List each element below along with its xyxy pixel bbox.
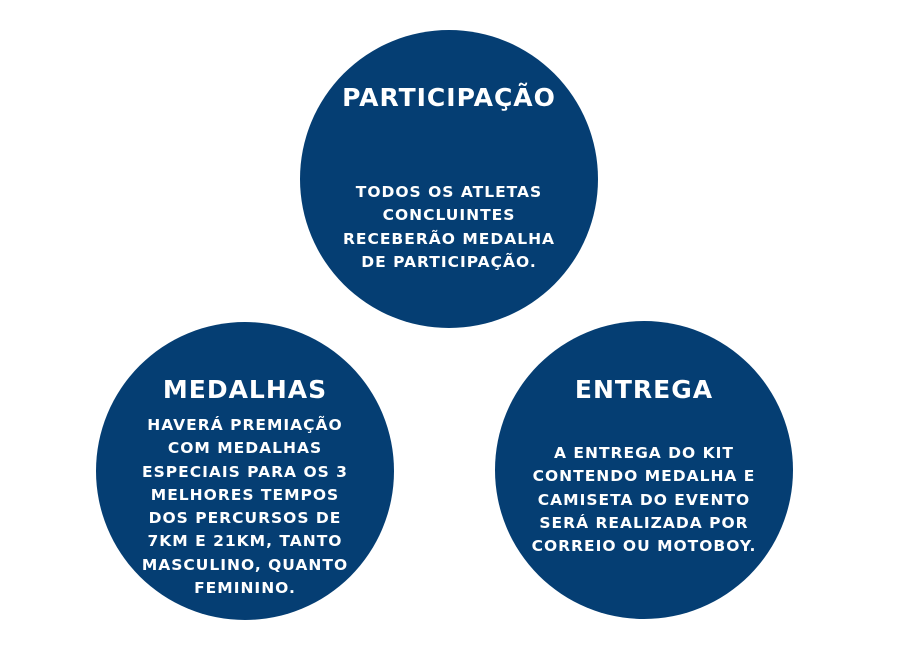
medalhas-text: HAVERÁ PREMIAÇÃO COM MEDALHAS ESPECIAIS … <box>141 416 349 598</box>
medalhas-title: MEDALHAS <box>162 375 328 404</box>
entrega-circle: ENTREGA A ENTREGA DO KIT CONTENDO MEDALH… <box>495 321 793 619</box>
participacao-circle: PARTICIPAÇÃO TODOS OS ATLETAS CONCLUINTE… <box>300 30 598 328</box>
participacao-title: PARTICIPAÇÃO <box>342 83 556 112</box>
entrega-text: A ENTREGA DO KIT CONTENDO MEDALHA E CAMI… <box>531 444 757 556</box>
participacao-text: TODOS OS ATLETAS CONCLUINTES RECEBERÃO M… <box>342 183 556 271</box>
entrega-title: ENTREGA <box>574 375 714 404</box>
medalhas-circle: MEDALHAS HAVERÁ PREMIAÇÃO COM MEDALHAS E… <box>96 322 394 620</box>
